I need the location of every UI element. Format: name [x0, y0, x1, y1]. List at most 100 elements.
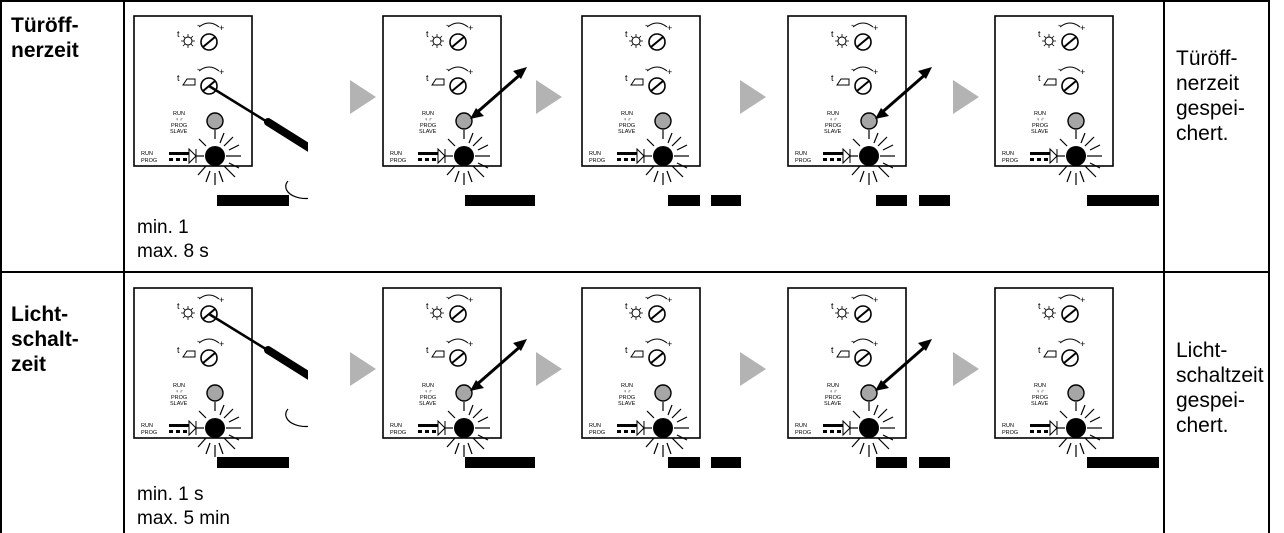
led-duration-bar: [217, 457, 289, 468]
led-blink-bar: [668, 195, 700, 206]
mode-slave-label: SLAVE: [170, 401, 188, 407]
mode-run-label: RUN: [827, 111, 839, 117]
double-arrow-icon: [875, 339, 932, 391]
indicator-run-label: RUN: [589, 151, 601, 157]
led-duration-bar: [465, 195, 535, 206]
svg-text:t: t: [625, 345, 628, 355]
svg-text:+: +: [219, 67, 224, 77]
program-button: [206, 384, 224, 402]
led-duration-bar: [1087, 457, 1159, 468]
mode-prog-label: PROG: [619, 395, 635, 401]
table-border-top: [0, 0, 1270, 2]
device-panel-row2-step2: t - + t - + RUN ♀♂ PROG SLAVE RUN: [382, 287, 527, 457]
svg-text:t: t: [426, 73, 429, 83]
panel-frame: [787, 287, 907, 439]
svg-text:t: t: [1038, 73, 1041, 83]
dial-opening-slot: [451, 308, 465, 320]
step-arrow-icon: [953, 80, 979, 114]
led-rays-icon: [1056, 402, 1102, 457]
panel-frame: [581, 15, 701, 167]
step-arrow-icon: [536, 352, 562, 386]
dial-light-slot: [856, 80, 870, 92]
svg-text:+: +: [873, 339, 878, 349]
dial-opening-slot: [202, 36, 216, 48]
svg-text:+: +: [873, 295, 878, 305]
dial-light-slot: [1063, 352, 1077, 364]
led-blink-bar: [876, 457, 907, 468]
indicator-prog-label: PROG: [795, 430, 811, 436]
svg-text:-: -: [197, 20, 200, 30]
mode-slave-label: SLAVE: [824, 401, 842, 407]
led-blink-bar: [876, 195, 907, 206]
rotate-arrow-icon: - +: [851, 292, 878, 305]
table-border-middle: [0, 271, 1270, 273]
svg-text:-: -: [645, 292, 648, 302]
led-indicator: [859, 418, 879, 438]
indicator-prog-label: PROG: [141, 158, 157, 164]
indicator-run-label: RUN: [589, 423, 601, 429]
rotate-arrow-icon: - +: [645, 64, 672, 77]
mode-run-label: RUN: [827, 383, 839, 389]
sun-icon: t: [831, 29, 849, 48]
mode-prog-label: PROG: [420, 123, 436, 129]
svg-text:+: +: [219, 23, 224, 33]
rotate-arrow-icon: - +: [645, 292, 672, 305]
dial-opening-slot: [451, 36, 465, 48]
svg-text:t: t: [831, 345, 834, 355]
double-arrow-icon: [470, 67, 527, 119]
led-rays-icon: [195, 402, 241, 457]
dial-opening-slot: [856, 308, 870, 320]
program-button: [654, 384, 672, 402]
dial-light-slot: [451, 80, 465, 92]
indicator-run-label: RUN: [141, 423, 153, 429]
panel-frame: [133, 287, 253, 439]
led-blink-bar: [711, 195, 741, 206]
svg-text:-: -: [851, 20, 854, 30]
step-arrow-icon: [740, 80, 766, 114]
step-arrow-icon: [350, 352, 376, 386]
mode-stat-label: ♀♂: [1036, 117, 1044, 123]
svg-text:t: t: [831, 29, 834, 39]
indicator-prog-label: PROG: [141, 430, 157, 436]
dial-light-slot: [202, 352, 216, 364]
svg-text:-: -: [1058, 336, 1061, 346]
rotate-arrow-icon: - +: [446, 292, 473, 305]
panel-frame: [994, 287, 1114, 439]
svg-text:-: -: [197, 292, 200, 302]
svg-text:+: +: [1080, 295, 1085, 305]
program-button: [860, 384, 878, 402]
dial-opening-slot: [1063, 308, 1077, 320]
led-duration-bar: [465, 457, 535, 468]
rotate-arrow-icon: - +: [851, 64, 878, 77]
program-button: [455, 112, 473, 130]
door-icon: t: [177, 73, 196, 86]
led-rays-icon: [444, 130, 490, 185]
rotate-arrow-icon: - +: [1058, 292, 1085, 305]
mode-stat-label: ♀♂: [623, 117, 631, 123]
led-rays-icon: [849, 402, 895, 457]
rotate-arrow-icon: - +: [1058, 64, 1085, 77]
step-arrow-icon: [536, 80, 562, 114]
svg-text:t: t: [625, 301, 628, 311]
led-indicator: [454, 146, 474, 166]
rotate-arrow-icon: - +: [1058, 20, 1085, 33]
mode-prog-label: PROG: [825, 395, 841, 401]
led-rays-icon: [643, 402, 689, 457]
led-duration-bar: [217, 195, 289, 206]
svg-text:-: -: [645, 336, 648, 346]
svg-text:-: -: [645, 64, 648, 74]
svg-text:+: +: [667, 67, 672, 77]
step-arrow-icon: [350, 80, 376, 114]
mode-stat-label: ♀♂: [175, 389, 183, 395]
svg-text:+: +: [667, 339, 672, 349]
step-arrow-icon: [740, 352, 766, 386]
device-panel-row1-step4: t - + t - + RUN ♀♂ PROG SLAVE RUN: [787, 15, 932, 185]
rotate-arrow-icon: - +: [446, 20, 473, 33]
rotate-arrow-icon: - +: [851, 336, 878, 349]
svg-text:-: -: [446, 20, 449, 30]
mode-slave-label: SLAVE: [1031, 129, 1049, 135]
svg-text:+: +: [667, 295, 672, 305]
mode-run-label: RUN: [1034, 383, 1046, 389]
rotate-arrow-icon: - +: [645, 336, 672, 349]
rotate-arrow-icon: - +: [851, 20, 878, 33]
